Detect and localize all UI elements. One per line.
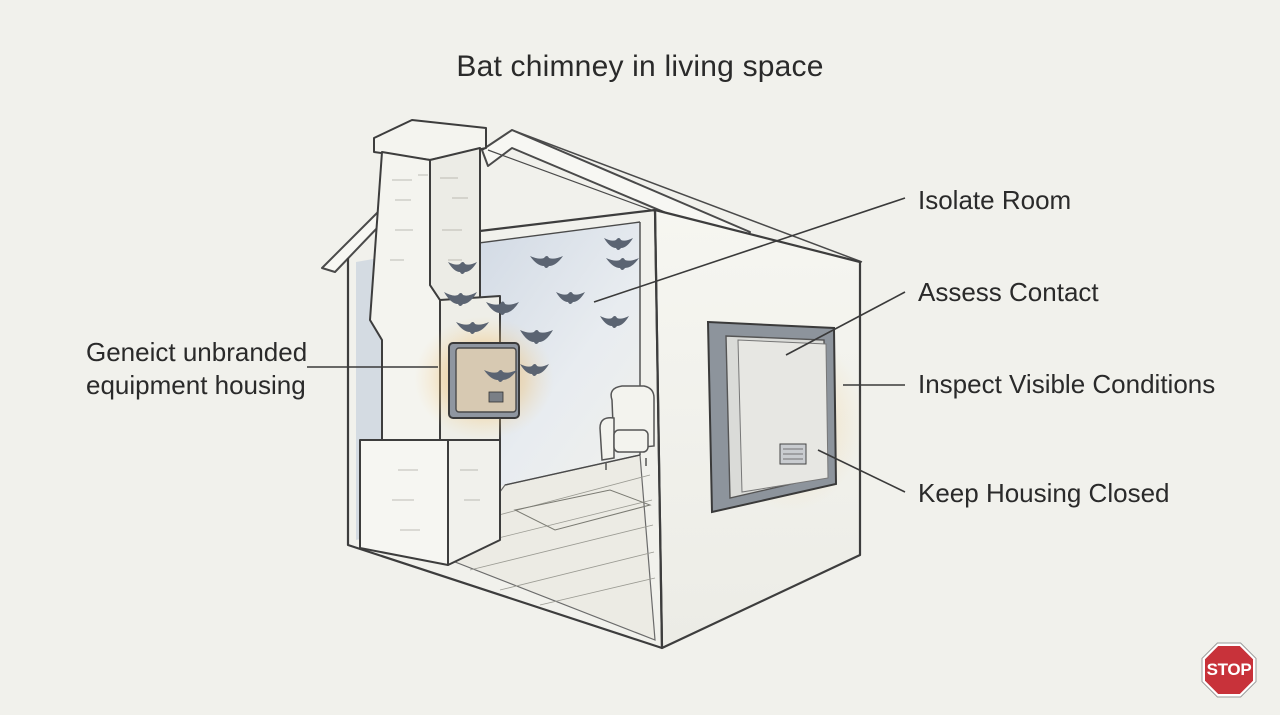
diagram-title: Bat chimney in living space [456,50,824,83]
stop-sign-icon [1201,642,1257,698]
bats [444,238,639,382]
leader-keep [817,449,906,493]
stop-button[interactable]: STOP [1201,642,1257,698]
label-assess-contact: Assess Contact [918,277,1099,307]
leader-assess [785,291,906,356]
chimney-housing [414,316,554,440]
label-equipment-housing-line2: equipment housing [86,370,306,400]
leader-isolate [593,197,906,303]
wall-housing [706,320,865,514]
label-keep-housing-closed: Keep Housing Closed [918,478,1170,508]
brick-texture [390,174,480,531]
label-equipment-housing-line1: Geneict unbranded [86,337,308,367]
label-equipment-housing: Geneict unbranded equipment housing [86,336,307,402]
stop-button-label: STOP [1206,660,1252,679]
label-inspect-conditions: Inspect Visible Conditions [918,369,1216,399]
armchair [599,385,655,470]
leader-lines [307,197,906,493]
label-isolate-room: Isolate Room [918,185,1072,215]
cutaway-frame [346,208,664,650]
